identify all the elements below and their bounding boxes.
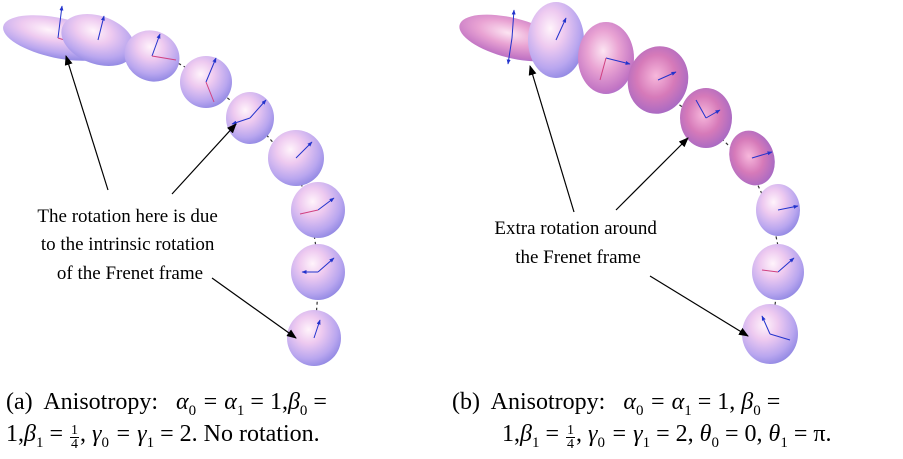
panel-b-arrow-bottom [649, 275, 749, 337]
equation-part: = π. [793, 421, 832, 447]
panel-b-ellipsoid-4 [627, 46, 689, 114]
panel-b-annotation: Extra rotation around the Frenet frame [494, 218, 661, 268]
panel-a-ellipsoid-7 [291, 182, 345, 238]
panel-a-ellipsoid-9 [287, 310, 341, 366]
panel-a-ellipsoid-4 [180, 56, 232, 108]
equation-part: = 2, [656, 421, 694, 447]
panel-a-ellipsoid-2 [61, 13, 135, 67]
theta-symbol: θ [699, 421, 712, 447]
panel-b-ellipsoid-3 [578, 22, 634, 94]
panel-b-arrow-top [528, 65, 575, 213]
equation-part: = γ [610, 421, 643, 447]
equation-part: = [545, 421, 559, 447]
panel-b-ellipsoid-5 [680, 88, 732, 148]
equation-part: = [766, 389, 781, 415]
panel-b-figure: Extra rotation around the Frenet frame [459, 2, 804, 364]
panel-a-caption-line-1: (a) Anisotropy: α0 = α1 = 1,β0 = [6, 389, 327, 419]
fraction-denominator: 4 [71, 437, 78, 452]
alpha-symbol: α [176, 389, 189, 415]
panel-b-ellipsoid-7 [756, 184, 800, 236]
panel-a-ellipsoid-5 [226, 92, 274, 144]
gamma-symbol: γ [588, 421, 598, 447]
equation-part: = [313, 389, 327, 415]
panel-a-caption: (a) Anisotropy: α0 = α1 = 1,β0 = 1,β1 = … [6, 386, 327, 452]
equation-part: = α [202, 389, 237, 415]
gamma-symbol: γ [92, 421, 102, 447]
equation-part: = 2. No rotation. [160, 421, 320, 447]
panel-b-ellipsoid-8 [752, 244, 804, 300]
alpha-symbol: α [623, 389, 636, 415]
panel-a-arrow-top [64, 55, 109, 191]
panel-a-annotation: The rotation here is due to the intrinsi… [37, 206, 222, 284]
panel-a-annotation-line-2: to the intrinsic rotation [41, 234, 215, 255]
equation-part: = 1, [697, 389, 736, 415]
equation-part: 1, [502, 421, 520, 447]
panel-b-annotation-line-2: the Frenet frame [515, 247, 641, 268]
beta-symbol: β [520, 421, 532, 447]
equation-part: 1, [6, 421, 24, 447]
panel-a-ellipsoid-8 [291, 244, 345, 300]
panel-a-caption-label: (a) [6, 389, 33, 415]
panel-b-annotation-line-1: Extra rotation around [494, 218, 657, 239]
equation-part: = α [649, 389, 685, 415]
panel-a-ellipsoid-6 [268, 130, 324, 186]
theta-symbol: θ [768, 421, 781, 447]
equation-part: = [49, 421, 63, 447]
panel-a-arrow-middle [171, 123, 237, 195]
panel-a-ellipsoid-3 [124, 30, 180, 82]
panel-a-arrow-bottom [211, 277, 297, 339]
fraction-numerator: 1 [70, 423, 79, 438]
panel-a-annotation-line-1: The rotation here is due [37, 206, 217, 227]
beta-symbol: β [24, 421, 36, 447]
panel-b-caption-label: (b) [452, 389, 480, 415]
equation-part: = γ [114, 421, 147, 447]
panel-a-figure: The rotation here is due to the intrinsi… [3, 5, 345, 366]
panel-a-annotation-line-3: of the Frenet frame [57, 263, 203, 284]
equation-part: = 0, [724, 421, 763, 447]
panel-b-caption-line-1: (b) Anisotropy: α0 = α1 = 1, β0 = [452, 389, 781, 419]
fraction-numerator: 1 [566, 423, 575, 438]
panel-b-ellipsoid-9 [742, 304, 798, 364]
panel-b-caption: (b) Anisotropy: α0 = α1 = 1, β0 = 1,β1 =… [452, 386, 832, 452]
panel-b-ellipsoid-2 [528, 2, 584, 78]
panel-a-caption-title: Anisotropy: [43, 389, 158, 415]
beta-symbol: β [741, 389, 754, 415]
panel-b-caption-title: Anisotropy: [490, 389, 606, 415]
panel-b-ellipsoid-6 [729, 130, 775, 186]
panel-b-arrow-middle [615, 137, 689, 211]
equation-part: = 1, [250, 389, 288, 415]
fraction-denominator: 4 [567, 437, 574, 452]
beta-symbol: β [287, 389, 300, 415]
